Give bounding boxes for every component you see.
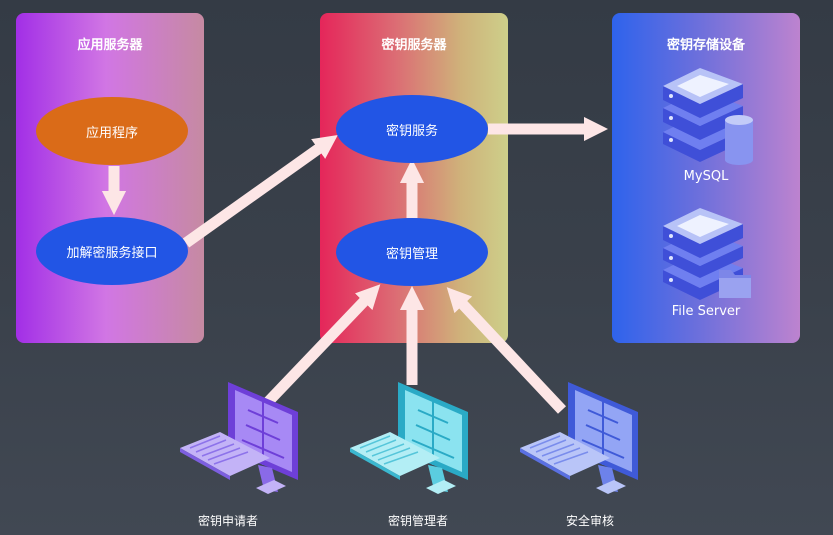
crypto-api-node-label: 加解密服务接口	[66, 245, 158, 261]
arrow-api-to-key-service	[182, 134, 338, 248]
key-service-node-label: 密钥服务	[385, 123, 438, 139]
requester-computer-icon	[180, 382, 298, 494]
manager-computer-icon	[350, 382, 468, 494]
key-service-node: 密钥服务	[336, 95, 488, 163]
arrow-requester-to-management	[264, 284, 381, 406]
manager-label: 密钥管理者	[387, 514, 448, 528]
auditor-label: 安全审核	[565, 514, 614, 528]
file-server-label: File Server	[671, 304, 741, 319]
mysql-label: MySQL	[683, 169, 729, 184]
key-management-node: 密钥管理	[336, 218, 488, 286]
file-server-icon	[663, 208, 751, 300]
app-node: 应用程序	[36, 97, 188, 165]
key-management-node-label: 密钥管理	[385, 246, 438, 262]
key-storage-title: 密钥存储设备	[666, 38, 745, 53]
app-node-label: 应用程序	[85, 125, 138, 141]
crypto-api-node: 加解密服务接口	[36, 217, 188, 285]
key-server-title: 密钥服务器	[381, 38, 447, 53]
requester-label: 密钥申请者	[197, 514, 258, 528]
auditor-computer-icon	[520, 382, 638, 494]
app-server-title: 应用服务器	[77, 38, 143, 53]
mysql-database-icon	[663, 68, 753, 165]
arrow-auditor-to-management	[446, 287, 567, 414]
